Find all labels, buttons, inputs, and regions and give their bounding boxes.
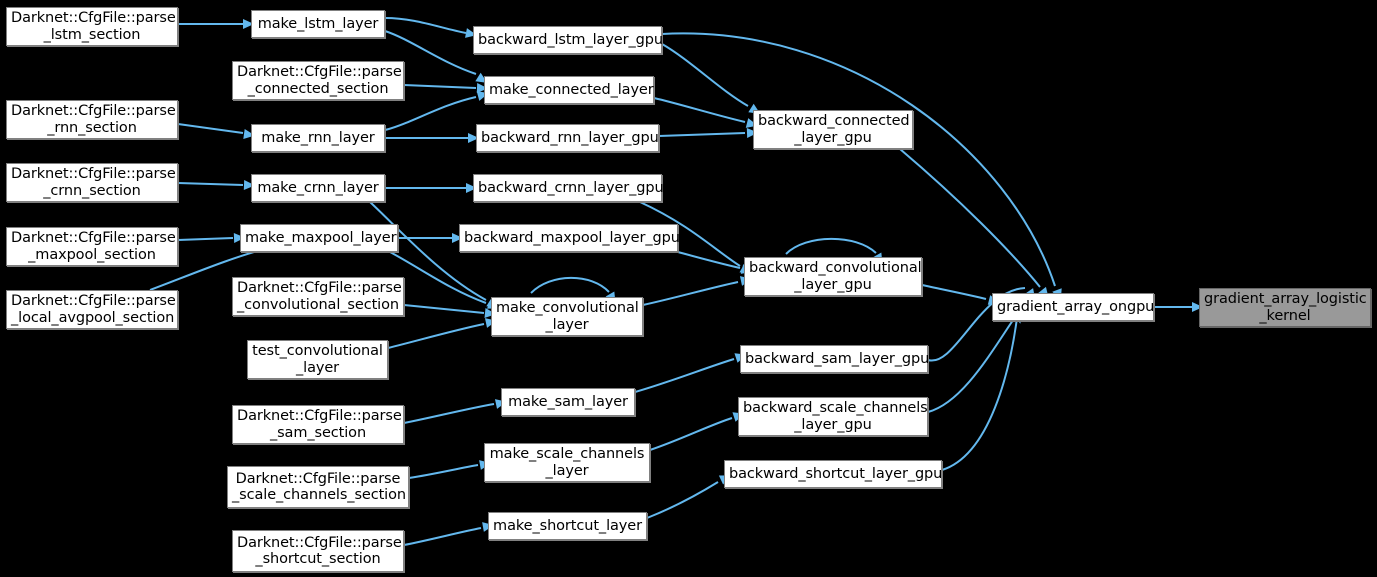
node-backward_connected_layer_gpu[interactable]: backward_connected _layer_gpu (753, 110, 913, 149)
edge-e-bwdconv-grad (921, 284, 987, 300)
edge-e-rnn-sec-make (177, 123, 244, 134)
node-parse_sam_section[interactable]: Darknet::CfgFile::parse _sam_section (232, 405, 404, 444)
edge-e-scale-sec-make (408, 464, 479, 479)
node-label: backward_maxpool_layer_gpu (464, 229, 680, 246)
node-parse_crnn_section[interactable]: Darknet::CfgFile::parse _crnn_section (6, 163, 178, 202)
node-parse_maxpool_section[interactable]: Darknet::CfgFile::parse _maxpool_section (6, 227, 178, 266)
node-parse_local_avgpool_section[interactable]: Darknet::CfgFile::parse _local_avgpool_s… (6, 290, 178, 329)
edge-e-bwd-lstm-conn (661, 43, 749, 107)
node-label: Darknet::CfgFile::parse _rnn_section (11, 103, 176, 136)
node-make_convolutional_layer[interactable]: make_convolutional _layer (491, 297, 643, 336)
node-label: Darknet::CfgFile::parse _sam_section (237, 408, 402, 441)
edge-e-maxpool-sec-make (177, 237, 234, 241)
node-gradient_array_logistic_kernel[interactable]: gradient_array_logistic _kernel (1199, 288, 1371, 327)
node-label: backward_convolutional _layer_gpu (749, 260, 922, 293)
edge-e-bwdshortcut-grad (941, 317, 1018, 471)
node-backward_maxpool_layer_gpu[interactable]: backward_maxpool_layer_gpu (459, 224, 680, 252)
node-parse_lstm_section[interactable]: Darknet::CfgFile::parse _lstm_section (6, 7, 178, 46)
node-label: Darknet::CfgFile::parse _convolutional_s… (237, 280, 402, 313)
edge-e-make-lstm-bwd (384, 17, 467, 34)
node-label: Darknet::CfgFile::parse _crnn_section (11, 166, 176, 199)
node-label: make_shortcut_layer (493, 517, 642, 534)
node-make_crnn_layer[interactable]: make_crnn_layer (251, 174, 385, 202)
edge-e-conv-sec-make (403, 304, 485, 314)
edge-e-bwdmaxpool-bwdconv (677, 251, 741, 269)
edge-e-sam-sec-make (403, 403, 495, 424)
node-label: backward_rnn_layer_gpu (481, 129, 659, 146)
node-test_convolutional_layer[interactable]: test_convolutional _layer (247, 340, 388, 379)
edge-e-make-rnn-conn (384, 96, 477, 131)
node-label: Darknet::CfgFile::parse _lstm_section (11, 10, 176, 43)
edge-e-bwdscale-grad (927, 309, 1021, 413)
node-backward_convolutional_layer_gpu[interactable]: backward_convolutional _layer_gpu (744, 257, 922, 296)
node-make_sam_layer[interactable]: make_sam_layer (501, 388, 635, 416)
node-label: backward_connected _layer_gpu (758, 113, 910, 146)
node-label: backward_sam_layer_gpu (745, 350, 930, 367)
node-backward_lstm_layer_gpu[interactable]: backward_lstm_layer_gpu (473, 26, 663, 54)
edge-e-make-shortcut-bwd (646, 481, 719, 519)
edge-e-shortcut-sec-make (403, 527, 482, 546)
node-label: make_scale_channels _layer (489, 446, 645, 479)
node-parse_shortcut_section[interactable]: Darknet::CfgFile::parse _shortcut_sectio… (232, 530, 404, 572)
edge-e-bwdconv-self (785, 237, 877, 255)
edge-e-bwd-rnn-bwdconn (658, 132, 746, 137)
node-backward_crnn_layer_gpu[interactable]: backward_crnn_layer_gpu (473, 174, 664, 202)
edge-e-bwdlstm-grad (661, 32, 1056, 287)
edge-e-conn-sec-make (403, 84, 477, 89)
node-label: backward_lstm_layer_gpu (478, 31, 663, 48)
node-make_connected_layer[interactable]: make_connected_layer (484, 76, 654, 104)
node-label: make_connected_layer (489, 81, 654, 98)
node-make_scale_channels_layer[interactable]: make_scale_channels _layer (484, 443, 650, 482)
node-label: make_convolutional _layer (496, 300, 639, 333)
edge-e-make-conv-bwdconv (642, 281, 739, 306)
node-label: make_sam_layer (508, 393, 628, 410)
node-make_lstm_layer[interactable]: make_lstm_layer (251, 10, 385, 38)
node-label: backward_crnn_layer_gpu (478, 179, 664, 196)
node-label: backward_scale_channels _layer_gpu (743, 400, 928, 433)
node-parse_rnn_section[interactable]: Darknet::CfgFile::parse _rnn_section (6, 100, 178, 139)
edge-e-make-scale-bwd (649, 417, 733, 451)
edge-e-crnn-sec-make (177, 182, 244, 186)
node-backward_scale_channels_layer_gpu[interactable]: backward_scale_channels _layer_gpu (738, 397, 928, 436)
node-backward_rnn_layer_gpu[interactable]: backward_rnn_layer_gpu (476, 124, 659, 152)
node-make_rnn_layer[interactable]: make_rnn_layer (251, 124, 385, 152)
node-label: Darknet::CfgFile::parse _shortcut_sectio… (237, 534, 402, 567)
node-label: backward_shortcut_layer_gpu (729, 465, 943, 482)
edge-e-make-conn-bwdconn (653, 97, 746, 123)
node-parse_scale_channels_section[interactable]: Darknet::CfgFile::parse _scale_channels_… (227, 466, 409, 508)
node-label: Darknet::CfgFile::parse _connected_secti… (237, 64, 402, 97)
node-label: make_rnn_layer (261, 129, 375, 146)
node-make_shortcut_layer[interactable]: make_shortcut_layer (488, 512, 647, 540)
node-label: make_lstm_layer (257, 15, 379, 32)
node-label: make_maxpool_layer (245, 229, 397, 246)
node-label: Darknet::CfgFile::parse _maxpool_section (11, 230, 176, 263)
edge-e-make-sam-bwd (634, 358, 735, 393)
node-parse_convolutional_section[interactable]: Darknet::CfgFile::parse _convolutional_s… (232, 277, 404, 316)
node-label: gradient_array_logistic _kernel (1204, 291, 1367, 324)
node-label: Darknet::CfgFile::parse _local_avgpool_s… (11, 293, 176, 326)
node-parse_connected_section[interactable]: Darknet::CfgFile::parse _connected_secti… (232, 61, 404, 100)
edge-e-test-conv-make (387, 323, 485, 349)
node-label: Darknet::CfgFile::parse _scale_channels_… (232, 470, 406, 503)
edge-e-make-conv-self (530, 276, 610, 294)
node-backward_shortcut_layer_gpu[interactable]: backward_shortcut_layer_gpu (724, 460, 942, 488)
node-backward_sam_layer_gpu[interactable]: backward_sam_layer_gpu (740, 345, 930, 373)
node-label: make_crnn_layer (257, 179, 379, 196)
node-make_maxpool_layer[interactable]: make_maxpool_layer (240, 224, 398, 252)
edge-e-make-maxpool-conv (389, 251, 487, 304)
node-label: gradient_array_ongpu (997, 298, 1155, 315)
node-gradient_array_ongpu[interactable]: gradient_array_ongpu (992, 293, 1154, 321)
node-label: test_convolutional _layer (252, 343, 383, 376)
